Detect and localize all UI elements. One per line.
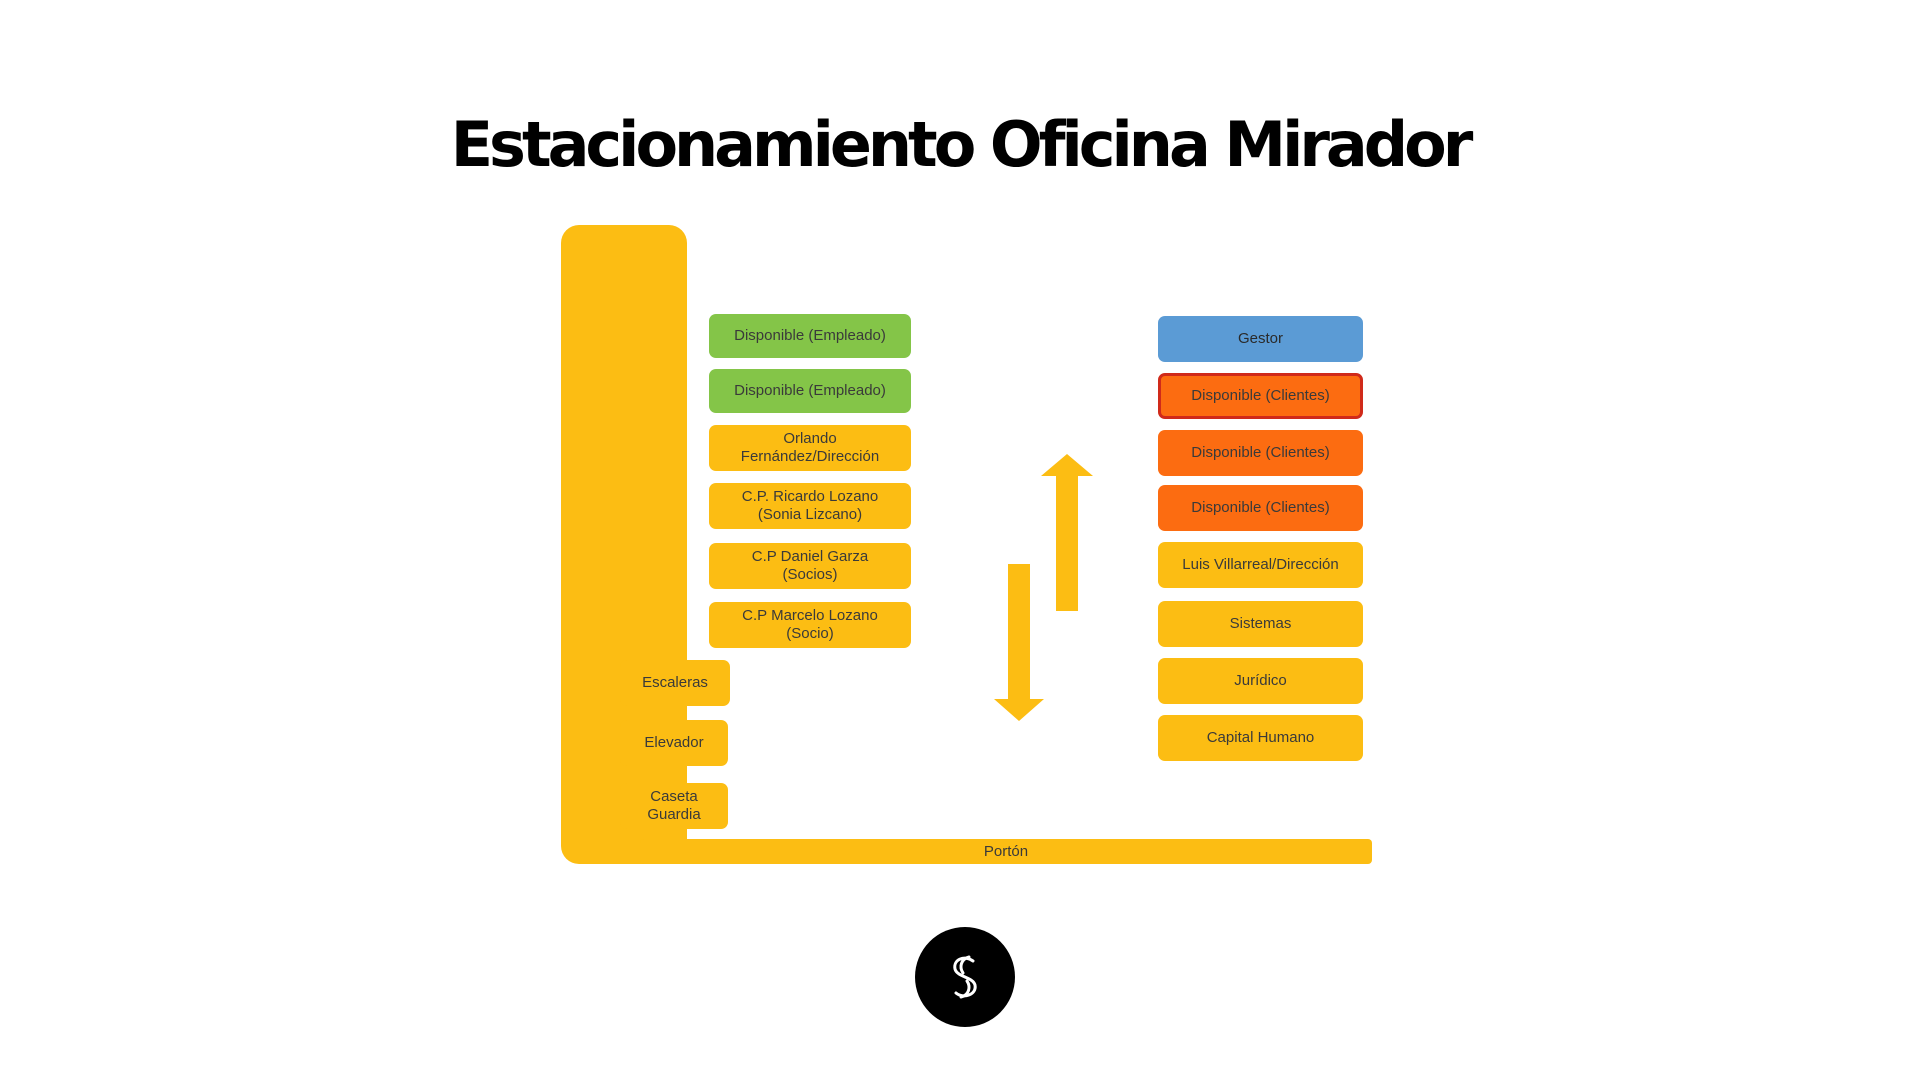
right-spot-juridico: Jurídico xyxy=(1158,658,1363,704)
side-caseta-guardia: Caseta Guardia xyxy=(620,783,728,829)
left-spot-5: C.P Daniel Garza (Socios) xyxy=(709,543,911,589)
arrow-down-icon xyxy=(994,564,1044,721)
left-spot-6: C.P Marcelo Lozano (Socio) xyxy=(709,602,911,648)
s-logo-icon xyxy=(915,927,1015,1027)
page-title: Estacionamiento Oficina Mirador xyxy=(450,108,1474,181)
right-spot-capital-humano: Capital Humano xyxy=(1158,715,1363,761)
side-elevador: Elevador xyxy=(620,720,728,766)
right-spot-villarreal: Luis Villarreal/Dirección xyxy=(1158,542,1363,588)
right-spot-gestor: Gestor xyxy=(1158,316,1363,362)
left-spot-3: Orlando Fernández/Dirección xyxy=(709,425,911,471)
right-spot-clientes-1: Disponible (Clientes) xyxy=(1158,373,1363,419)
building-wall xyxy=(561,225,687,864)
porton-gate: Portón xyxy=(640,839,1372,864)
left-spot-2: Disponible (Empleado) xyxy=(709,369,911,413)
side-escaleras: Escaleras xyxy=(620,660,730,706)
s-logo-glyph xyxy=(953,955,977,999)
right-spot-clientes-3: Disponible (Clientes) xyxy=(1158,485,1363,531)
porton-label: Portón xyxy=(983,843,1029,860)
left-spot-4: C.P. Ricardo Lozano (Sonia Lizcano) xyxy=(709,483,911,529)
right-spot-clientes-2: Disponible (Clientes) xyxy=(1158,430,1363,476)
left-spot-1: Disponible (Empleado) xyxy=(709,314,911,358)
right-spot-sistemas: Sistemas xyxy=(1158,601,1363,647)
arrow-up-icon xyxy=(1041,454,1093,611)
